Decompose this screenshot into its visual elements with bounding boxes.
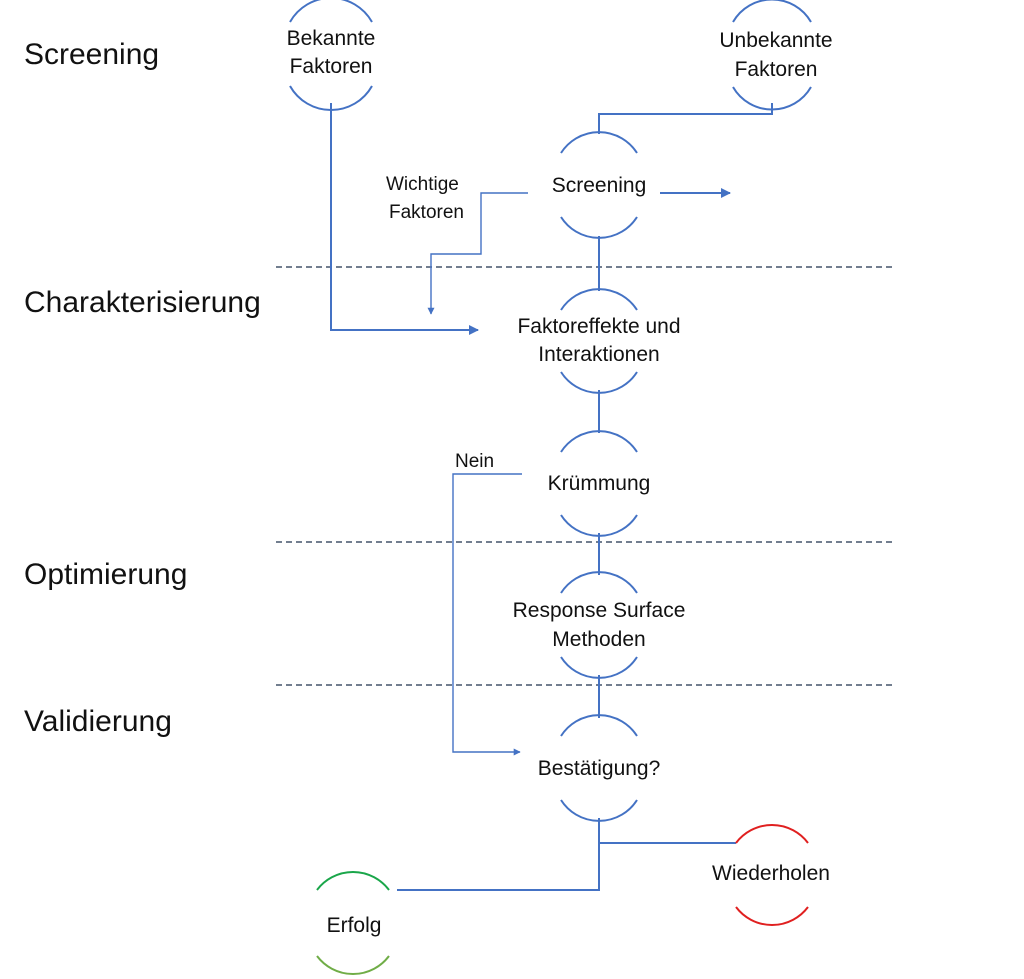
annotation-important-factors-line-1: Wichtige bbox=[386, 174, 459, 195]
annotation-no: Nein bbox=[455, 451, 494, 472]
node-arc-top bbox=[560, 714, 638, 737]
annotation-important-factors-line-2: Faktoren bbox=[389, 202, 464, 223]
phase-label-optimization: Optimierung bbox=[24, 558, 187, 591]
node-arc-bottom bbox=[560, 656, 638, 679]
node-repeat: Wiederholen bbox=[712, 824, 830, 926]
node-factor-effects: Faktoreffekte und Interaktionen bbox=[517, 288, 681, 394]
phase-label-characterization: Charakterisierung bbox=[24, 286, 261, 319]
node-arc-top bbox=[289, 0, 373, 23]
node-arc-bottom bbox=[289, 85, 373, 112]
node-arc-top bbox=[316, 871, 390, 891]
node-label-line-2: Faktoren bbox=[735, 58, 818, 81]
node-arc-top bbox=[560, 430, 638, 453]
phase-label-screening: Screening bbox=[24, 38, 159, 71]
node-arc-bottom bbox=[560, 799, 638, 822]
node-label-line-2: Faktoren bbox=[290, 55, 373, 78]
node-confirmation: Bestätigung? bbox=[538, 714, 661, 822]
connector-unknown-to-screening bbox=[598, 103, 773, 134]
node-rsm: Response Surface Methoden bbox=[513, 571, 686, 679]
node-label-line-1: Bekannte bbox=[287, 27, 376, 50]
node-curvature: Krümmung bbox=[548, 430, 651, 537]
connector-important-factors bbox=[427, 192, 528, 315]
connector-no-branch bbox=[452, 473, 522, 756]
node-label-line-1: Screening bbox=[552, 174, 647, 197]
node-success: Erfolg bbox=[316, 871, 390, 975]
node-label-line-1: Bestätigung? bbox=[538, 757, 661, 780]
node-arc-bottom bbox=[735, 906, 809, 926]
node-arc-bottom bbox=[316, 955, 390, 975]
node-arc-top bbox=[560, 131, 638, 154]
node-label-line-1: Krümmung bbox=[548, 472, 651, 495]
node-arc-bottom bbox=[560, 371, 638, 394]
node-arc-top bbox=[735, 824, 809, 844]
node-label-line-1: Wiederholen bbox=[712, 862, 830, 885]
phase-label-validation: Validierung bbox=[24, 705, 172, 738]
node-known-factors: Bekannte Faktoren bbox=[287, 0, 376, 112]
node-screening: Screening bbox=[552, 131, 647, 239]
node-arc-bottom bbox=[732, 86, 812, 111]
node-arc-top bbox=[560, 288, 638, 311]
node-label-line-2: Methoden bbox=[552, 628, 645, 651]
node-arc-top bbox=[732, 0, 812, 23]
node-arc-top bbox=[560, 571, 638, 594]
node-unknown-factors: Unbekannte Faktoren bbox=[719, 0, 833, 111]
node-label-line-2: Interaktionen bbox=[538, 343, 659, 366]
node-arc-bottom bbox=[560, 514, 638, 537]
node-label-line-1: Response Surface bbox=[513, 599, 686, 622]
node-label-line-1: Faktoreffekte und bbox=[517, 315, 680, 338]
connector-confirmation-to-success bbox=[397, 818, 600, 891]
node-arc-bottom bbox=[560, 216, 638, 239]
node-label-line-1: Unbekannte bbox=[719, 29, 832, 52]
node-label-line-1: Erfolg bbox=[327, 914, 382, 937]
connector-known-to-effects bbox=[330, 103, 479, 335]
